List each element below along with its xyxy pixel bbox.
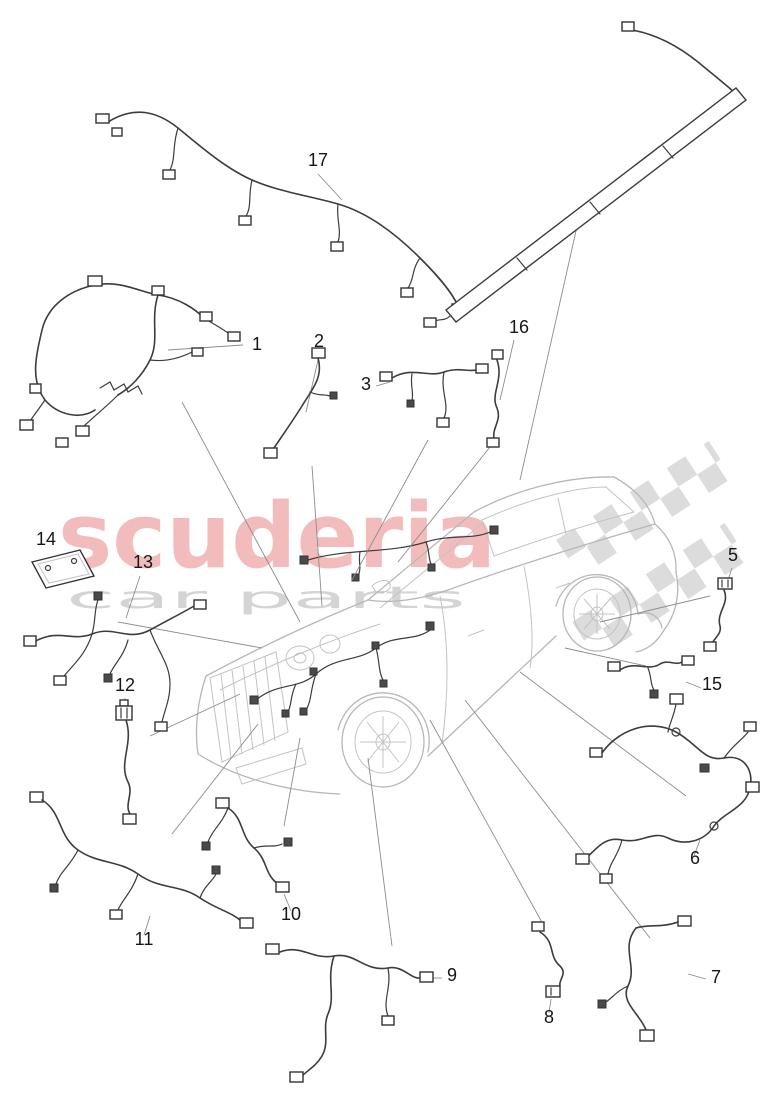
callout-label-7: 7 — [711, 967, 721, 987]
harness-part-15 — [607, 655, 695, 699]
callout-label-13: 13 — [133, 552, 153, 572]
harness-part-13 — [23, 591, 207, 732]
leader-lines — [117, 173, 733, 1014]
callout-label-1: 1 — [252, 334, 262, 354]
callout-label-2: 2 — [314, 331, 324, 351]
rear-wheel — [562, 576, 632, 652]
callout-label-17: 17 — [308, 150, 328, 170]
harness-part-16 — [486, 349, 504, 448]
harness-main-engine-bay — [249, 621, 435, 718]
watermark: scuderia car parts — [58, 440, 749, 659]
harness-part-3 — [379, 363, 489, 428]
harness-part-6 — [575, 693, 760, 884]
harness-part-17 — [95, 21, 748, 328]
harness-part-12 — [115, 699, 137, 825]
callout-label-16: 16 — [509, 317, 529, 337]
harness-part-7 — [597, 915, 692, 1042]
callout-label-14: 14 — [36, 529, 56, 549]
harness-part-11 — [29, 791, 254, 929]
harness-part-1 — [19, 275, 241, 448]
callout-label-12: 12 — [115, 675, 135, 695]
front-wheel — [341, 696, 425, 788]
checkered-flag-watermark — [556, 440, 749, 659]
callout-label-15: 15 — [702, 674, 722, 694]
callout-label-6: 6 — [690, 848, 700, 868]
callout-labels: 1 2 3 5 6 7 8 9 10 11 12 13 14 15 16 17 — [36, 150, 738, 1027]
callout-label-11: 11 — [135, 929, 154, 949]
callout-label-8: 8 — [544, 1007, 554, 1027]
harness-part-8 — [531, 921, 564, 998]
harness-part-14 — [30, 549, 96, 589]
harness-part-9 — [265, 943, 434, 1083]
callout-label-3: 3 — [361, 374, 371, 394]
car-outline — [195, 476, 679, 795]
callout-label-5: 5 — [728, 545, 738, 565]
harness-part-5 — [703, 577, 733, 652]
harness-main-floor — [299, 525, 499, 582]
callout-label-10: 10 — [281, 904, 301, 924]
callout-label-9: 9 — [447, 965, 457, 985]
harness-part-2 — [263, 347, 338, 459]
watermark-title: scuderia — [58, 484, 496, 589]
harness-part-10 — [201, 797, 293, 893]
